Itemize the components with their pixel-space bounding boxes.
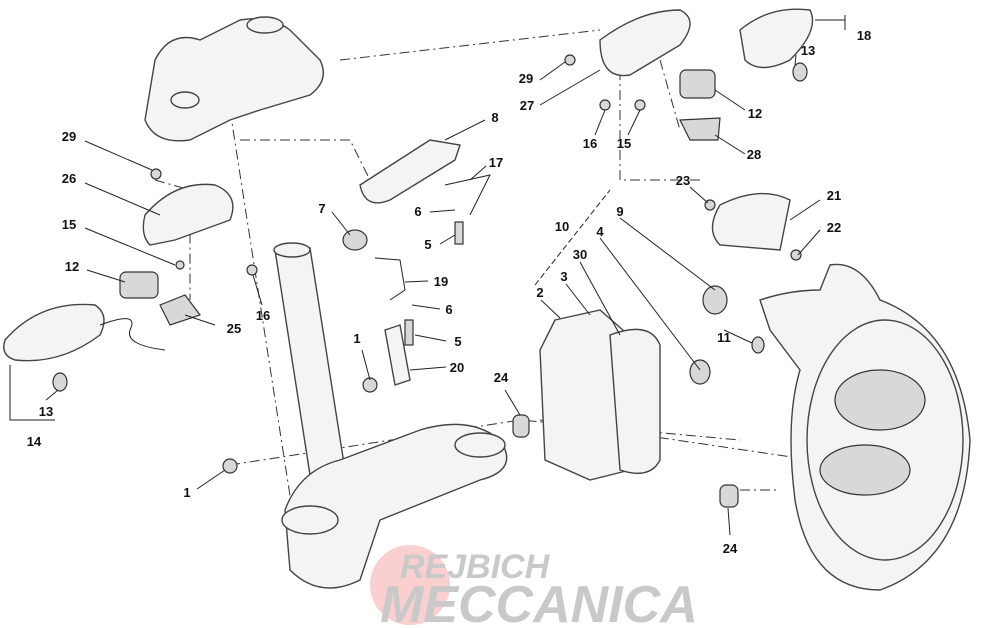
callout-1b: 1 bbox=[183, 485, 190, 500]
callout-30: 30 bbox=[573, 247, 587, 262]
bracket-21 bbox=[711, 192, 791, 251]
callout-17: 17 bbox=[489, 155, 503, 170]
headlight-bulb bbox=[702, 285, 728, 315]
callout-23: 23 bbox=[676, 173, 690, 188]
callout-22: 22 bbox=[827, 220, 841, 235]
callout-16: 16 bbox=[256, 308, 270, 323]
right-indicator-support bbox=[599, 9, 691, 77]
callout-19: 19 bbox=[434, 274, 448, 289]
rubber-7 bbox=[342, 229, 368, 251]
callout-29: 29 bbox=[62, 129, 76, 144]
callout-6: 6 bbox=[414, 204, 421, 219]
callout-27: 27 bbox=[520, 98, 534, 113]
watermark-logo: REJBICH MECCANICA bbox=[380, 548, 698, 628]
callout-10: 10 bbox=[555, 219, 569, 234]
callout-29b: 29 bbox=[519, 71, 533, 86]
callout-6b: 6 bbox=[445, 302, 452, 317]
callout-2: 2 bbox=[536, 285, 543, 300]
callout-13: 13 bbox=[39, 404, 53, 419]
callout-7: 7 bbox=[318, 201, 325, 216]
callout-labels: 29 26 15 12 13 14 25 16 7 8 17 6 5 19 6 … bbox=[27, 28, 871, 556]
callout-14: 14 bbox=[27, 434, 42, 449]
leader-lines bbox=[9, 15, 846, 536]
callout-13b: 13 bbox=[801, 43, 815, 58]
callout-11: 11 bbox=[717, 330, 731, 345]
callout-24: 24 bbox=[494, 370, 509, 385]
callout-15b: 15 bbox=[617, 136, 631, 151]
callout-16b: 16 bbox=[583, 136, 597, 151]
upper-triple-clamp bbox=[144, 18, 324, 142]
callout-20: 20 bbox=[450, 360, 464, 375]
callout-15: 15 bbox=[62, 217, 76, 232]
bracket-25 bbox=[159, 294, 201, 326]
callout-5: 5 bbox=[424, 237, 431, 252]
bracket-8 bbox=[359, 139, 461, 204]
callout-1: 1 bbox=[353, 331, 360, 346]
callout-4: 4 bbox=[596, 224, 604, 239]
callout-21: 21 bbox=[827, 188, 841, 203]
callout-26: 26 bbox=[62, 171, 76, 186]
callout-25: 25 bbox=[227, 321, 241, 336]
plate-20 bbox=[384, 324, 411, 386]
rubber-grommet-left bbox=[119, 271, 159, 299]
callout-5b: 5 bbox=[454, 334, 461, 349]
left-indicator bbox=[3, 303, 105, 362]
callout-9: 9 bbox=[616, 204, 623, 219]
callout-24b: 24 bbox=[723, 541, 738, 556]
callout-3: 3 bbox=[560, 269, 567, 284]
callout-28: 28 bbox=[747, 147, 761, 162]
callout-12: 12 bbox=[65, 259, 79, 274]
right-indicator bbox=[739, 8, 814, 69]
headlight-seal bbox=[609, 328, 661, 474]
callout-18: 18 bbox=[857, 28, 871, 43]
watermark-line1: REJBICH bbox=[400, 548, 551, 586]
bulb-left bbox=[52, 372, 68, 392]
bracket-28 bbox=[679, 117, 721, 141]
steering-stem bbox=[274, 247, 346, 476]
callout-8: 8 bbox=[491, 110, 498, 125]
watermark-disc bbox=[370, 545, 450, 625]
left-indicator-support bbox=[142, 183, 234, 246]
watermark-line2: MECCANICA bbox=[380, 576, 698, 628]
callout-12b: 12 bbox=[748, 106, 762, 121]
